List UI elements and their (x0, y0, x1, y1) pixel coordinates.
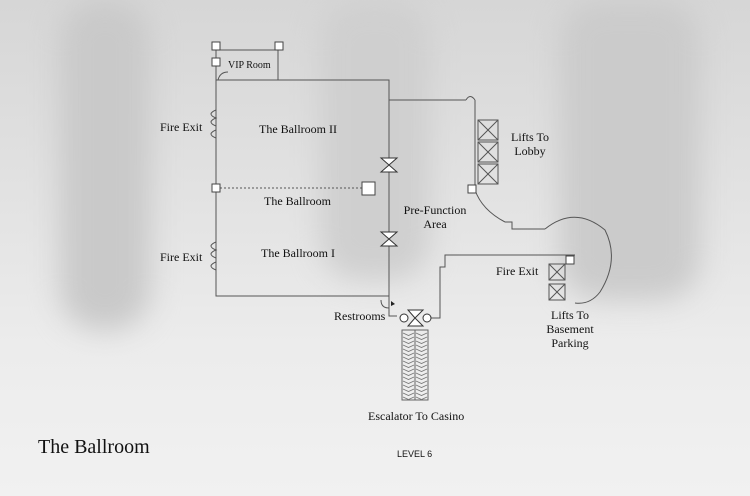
marker-square (211, 41, 221, 51)
escalator-step (402, 356, 415, 360)
escalator-step (415, 388, 428, 392)
lifts-basement-line: Lifts To (551, 308, 589, 322)
escalator-step (402, 360, 415, 364)
entrance-door-icon (406, 309, 425, 327)
escalator-step (402, 392, 415, 396)
escalator-step (415, 368, 428, 372)
escalator-step (415, 380, 428, 384)
lifts-lobby-line: Lobby (514, 144, 546, 158)
escalator-step (415, 352, 428, 356)
lifts-lobby-label: Lifts To Lobby (500, 130, 560, 158)
background-blur (560, 0, 700, 300)
escalator-step (415, 364, 428, 368)
escalator-step (402, 336, 415, 340)
vip-room-label: VIP Room (228, 60, 271, 71)
escalator-step (402, 348, 415, 352)
marker-square (361, 181, 376, 196)
ballroom-ii-label: The Ballroom II (259, 122, 337, 136)
fire-exit-label: Fire Exit (160, 250, 203, 264)
marker-square (274, 41, 284, 51)
level-label: LEVEL 6 (397, 449, 433, 459)
prefunction-line: Area (423, 217, 447, 231)
escalator-step (415, 332, 428, 336)
fire-exit-door-top (210, 109, 218, 127)
lifts-basement-icon (548, 263, 566, 301)
escalator-step (415, 376, 428, 380)
fire-exit-label: Fire Exit (160, 120, 203, 134)
lifts-basement-line: Parking (551, 336, 589, 350)
marker-square (211, 183, 221, 193)
prefunction-area-label: Pre-Function Area (400, 203, 470, 231)
ballroom-label: The Ballroom (264, 194, 331, 208)
escalator-icon (401, 329, 429, 401)
prefunction-line: Pre-Function (403, 203, 467, 217)
escalator-step (402, 380, 415, 384)
escalator-step (415, 336, 428, 340)
escalator-step (415, 392, 428, 396)
escalator-step (402, 344, 415, 348)
escalator-step (402, 340, 415, 344)
escalator-step (415, 360, 428, 364)
background-blur (60, 0, 150, 330)
marker-square (565, 255, 575, 265)
basement-lobby-outline (544, 216, 612, 304)
double-door-icon (379, 157, 399, 173)
escalator-step (415, 396, 428, 400)
escalator-step (415, 340, 428, 344)
escalator-step (402, 384, 415, 388)
escalator-step (415, 372, 428, 376)
escalator-step (415, 348, 428, 352)
page-title: The Ballroom (38, 436, 150, 458)
restrooms-label: Restrooms (334, 309, 386, 323)
escalator-label: Escalator To Casino (368, 409, 465, 423)
escalator-step (402, 372, 415, 376)
lifts-basement-line: Basement (546, 322, 594, 336)
escalator-step (415, 356, 428, 360)
escalator-step (402, 364, 415, 368)
lifts-basement-label: Lifts To Basement Parking (535, 308, 605, 350)
fire-exit-door-bottom (210, 241, 218, 259)
fire-exit-label: Fire Exit (496, 264, 539, 278)
marker-square (211, 57, 221, 67)
escalator-step (402, 368, 415, 372)
escalator-step (402, 376, 415, 380)
marker-square (467, 184, 477, 194)
ballroom-i-label: The Ballroom I (261, 246, 335, 260)
escalator-step (402, 352, 415, 356)
escalator-step (402, 396, 415, 400)
escalator-step (415, 344, 428, 348)
lifts-lobby-icon (477, 119, 499, 185)
escalator-step (402, 332, 415, 336)
background-blur (320, 0, 430, 280)
escalator-step (402, 388, 415, 392)
lifts-lobby-line: Lifts To (511, 130, 549, 144)
double-door-icon (379, 231, 399, 247)
escalator-step (415, 384, 428, 388)
